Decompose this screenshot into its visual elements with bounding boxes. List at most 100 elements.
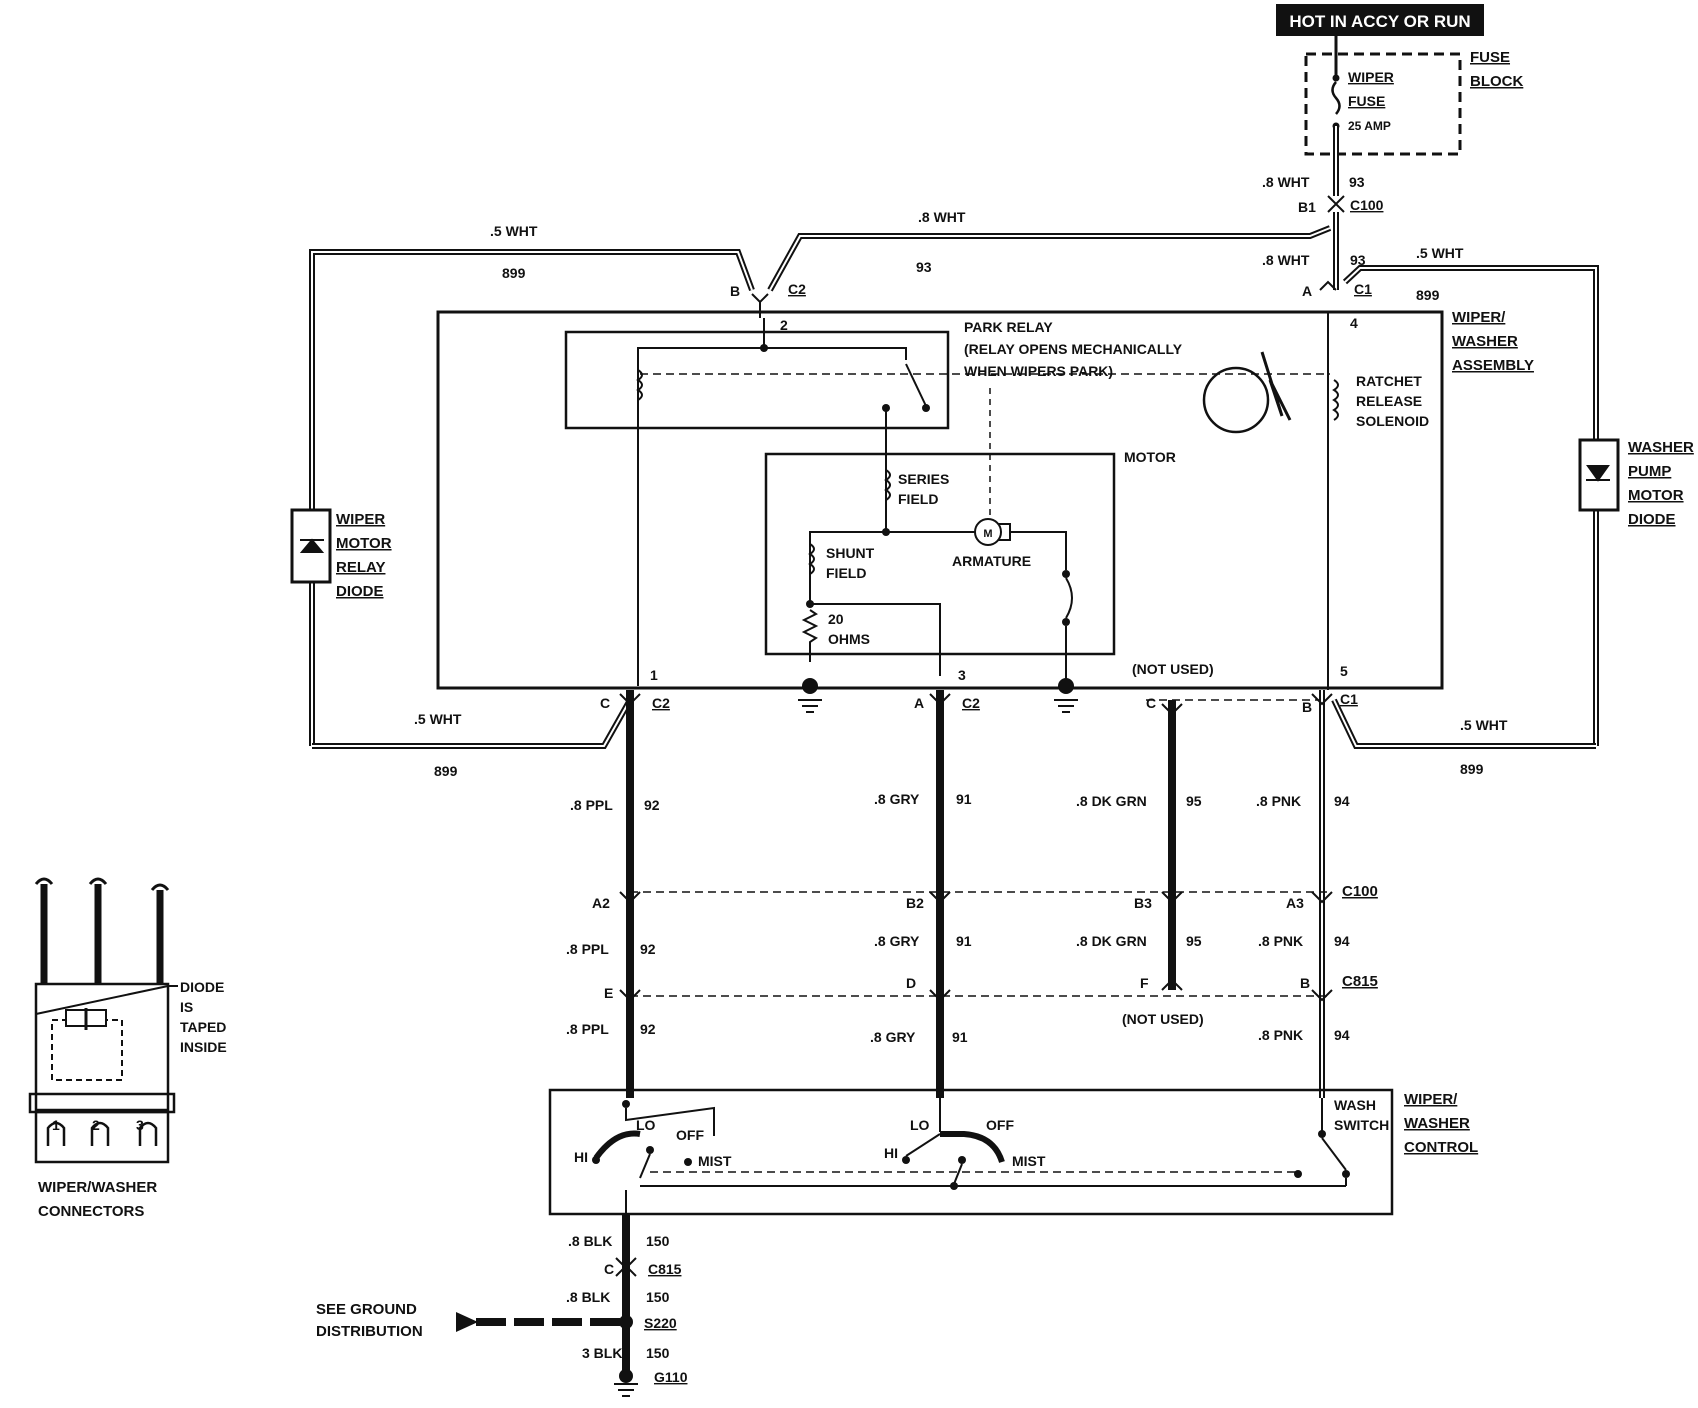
wire-91-number-2: 91 — [956, 933, 972, 949]
diode-taped-label-4: INSIDE — [180, 1039, 227, 1055]
c1-top-label: C1 — [1354, 281, 1372, 297]
resistor-value: 20 — [828, 611, 844, 627]
c100-pin-a3: A3 — [1286, 895, 1304, 911]
c2-top-label: C2 — [788, 281, 806, 297]
wiper-washer-control-box — [548, 1088, 1394, 1216]
ratchet-label-3: SOLENOID — [1356, 413, 1429, 429]
ratchet-pawl-icon — [1260, 351, 1292, 421]
diode-taped-label-2: IS — [180, 999, 193, 1015]
motor-label: MOTOR — [1124, 449, 1176, 465]
wiper-switch-right — [902, 1098, 1005, 1190]
wire-92-color-2: .8 PPL — [566, 941, 609, 957]
c2-pin-b: B — [730, 283, 740, 299]
c1-pin-a: A — [1302, 283, 1312, 299]
wire-92-number: 92 — [644, 797, 660, 813]
assembly-label-3: ASSEMBLY — [1452, 357, 1534, 374]
circuit-91 — [929, 690, 951, 1098]
ground-wire-number-3: 150 — [646, 1345, 670, 1361]
wire-94-color: .8 PNK — [1256, 793, 1301, 809]
c1-pin-b: B — [1302, 699, 1312, 715]
g110-label: G110 — [654, 1369, 688, 1385]
control-label-2: WASHER — [1404, 1115, 1470, 1132]
wire-899-color-b: .5 WHT — [1416, 245, 1464, 261]
armature-label: ARMATURE — [952, 553, 1031, 569]
control-label-3: CONTROL — [1404, 1139, 1478, 1156]
switch2-hi: HI — [884, 1145, 898, 1161]
ground-point-1 — [802, 678, 818, 694]
wire-92-number-2: 92 — [640, 941, 656, 957]
switch1-lo: LO — [636, 1117, 656, 1133]
ground-wire-color-1: .8 BLK — [568, 1233, 612, 1249]
solenoid-coil-icon — [1332, 379, 1339, 421]
wire-95-not-used: (NOT USED) — [1122, 1011, 1204, 1027]
pin-1: 1 — [650, 667, 658, 683]
park-switch-icon — [1065, 577, 1073, 619]
c100-pin-b2: B2 — [906, 895, 924, 911]
wire-899-left-top-inner — [311, 251, 753, 510]
wire-899-left-top-outer — [309, 249, 755, 510]
park-relay-box — [564, 330, 950, 430]
wire-93-number-a: 93 — [1349, 174, 1365, 190]
ratchet-label-2: RELEASE — [1356, 393, 1422, 409]
pin-3: 3 — [958, 667, 966, 683]
c815-pin-d: D — [906, 975, 916, 991]
washer-pump-motor-diode — [1578, 438, 1620, 512]
control-label: WIPER/ — [1404, 1091, 1458, 1108]
series-field-label: SERIES — [898, 471, 949, 487]
wire-93-color-a: .8 WHT — [1262, 174, 1310, 190]
left-diode-label-4: DIODE — [336, 583, 384, 600]
connector-pin-2: 2 — [92, 1117, 100, 1133]
wire-899-left-bottom-outer — [312, 698, 633, 749]
wire-899-color-right: .5 WHT — [1460, 717, 1508, 733]
wire-93-number-c: 93 — [1350, 252, 1366, 268]
wire-94-number-2: 94 — [1334, 933, 1350, 949]
right-diode-label-1: WASHER — [1628, 439, 1694, 456]
armature-m-label: M — [983, 528, 992, 540]
switch1-off: OFF — [676, 1127, 704, 1143]
ratchet-wheel-icon — [1202, 366, 1270, 434]
c100-label: C100 — [1342, 883, 1378, 900]
ratchet-label: RATCHET — [1356, 373, 1422, 389]
circuit-92 — [619, 690, 641, 1098]
s220-label: S220 — [644, 1315, 677, 1331]
wash-switch-label-2: SWITCH — [1334, 1117, 1389, 1133]
power-source-label: HOT IN ACCY OR RUN — [1289, 12, 1470, 31]
see-ground-label-2[interactable]: DISTRIBUTION — [316, 1323, 423, 1340]
fuse-block-box — [1304, 52, 1462, 156]
fuse-block-label-2: BLOCK — [1470, 73, 1523, 90]
c100-top-label: C100 — [1350, 197, 1384, 213]
fuse-element-icon — [1331, 81, 1341, 115]
wire-899-right-top-inner — [1344, 267, 1597, 450]
diode-taped-label: DIODE — [180, 979, 224, 995]
see-ground-label[interactable]: SEE GROUND — [316, 1301, 417, 1318]
c815-ground-connector-icon — [615, 1257, 637, 1277]
park-relay-switch-icon — [905, 363, 927, 407]
switch2-off: OFF — [986, 1117, 1014, 1133]
right-diode-label-3: MOTOR — [1628, 487, 1684, 504]
wire-899-number-b: 899 — [1416, 287, 1440, 303]
park-relay-label: PARK RELAY — [964, 319, 1053, 335]
right-diode-label-4: DIODE — [1628, 511, 1676, 528]
circuit-94 — [1311, 690, 1333, 1098]
power-source-box — [1276, 4, 1484, 36]
wire-899-color-left: .5 WHT — [414, 711, 462, 727]
ground-wire-color-3: 3 BLK — [582, 1345, 622, 1361]
park-relay-wiring — [637, 347, 907, 404]
diode-left-icon — [299, 538, 325, 553]
connector-view — [28, 877, 176, 1164]
pin-5: 5 — [1340, 663, 1348, 679]
park-relay-label-2: (RELAY OPENS MECHANICALLY — [964, 341, 1183, 357]
connector-pin-1: 1 — [52, 1117, 60, 1133]
wiper-fuse-label-2: FUSE — [1348, 93, 1385, 109]
park-relay-label-3: WHEN WIPERS PARK) — [964, 363, 1113, 379]
wire-93-number-b: 93 — [916, 259, 932, 275]
connector-view-label-2: CONNECTORS — [38, 1203, 144, 1220]
wiper-washer-assembly-box — [436, 310, 1444, 690]
c815-label: C815 — [1342, 973, 1378, 990]
c100-pin-b3: B3 — [1134, 895, 1152, 911]
wire-94-number-3: 94 — [1334, 1027, 1350, 1043]
c815-pin-e: E — [604, 985, 613, 1001]
wire-95-number: 95 — [1186, 793, 1202, 809]
c815-ground-label: C815 — [648, 1261, 682, 1277]
wire-899-right-bottom-inner — [1333, 699, 1596, 747]
